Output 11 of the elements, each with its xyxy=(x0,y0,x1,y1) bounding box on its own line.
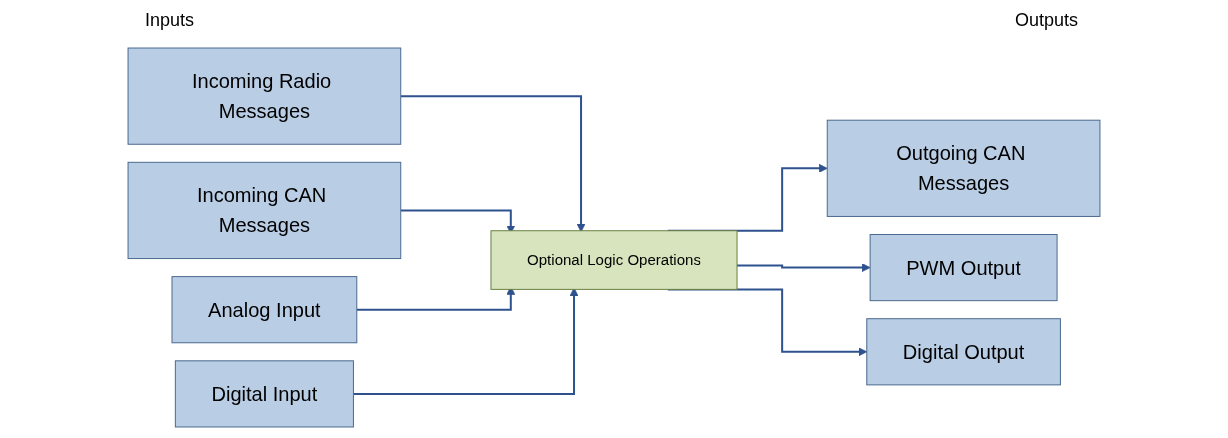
node-box: Incoming CAN Messages xyxy=(127,161,402,260)
column-heading: Inputs xyxy=(145,10,195,31)
node-box: Optional Logic Operations xyxy=(490,230,738,290)
node-box: Incoming Radio Messages xyxy=(127,47,402,145)
node-box: Analog Input xyxy=(171,276,358,344)
arrow xyxy=(737,263,871,272)
node-box: Digital Output xyxy=(866,318,1061,386)
node-box: PWM Output xyxy=(869,234,1058,302)
column-heading: Outputs xyxy=(1014,10,1078,31)
node-box: Digital Input xyxy=(174,360,354,428)
node-box: Outgoing CAN Messages xyxy=(826,119,1101,217)
